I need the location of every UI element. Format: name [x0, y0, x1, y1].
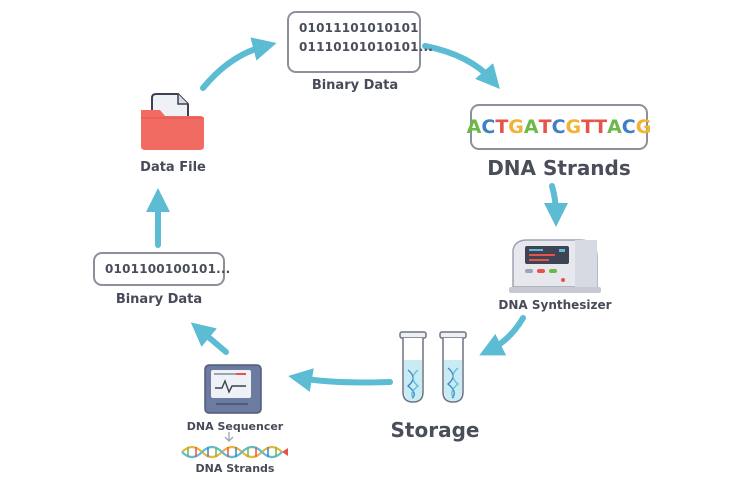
dna-base-c: C — [551, 116, 566, 138]
dna-base-c: C — [621, 116, 636, 138]
dna-base-t: T — [538, 116, 552, 138]
dna-base-c: C — [481, 116, 496, 138]
binary-line-1: 01011101010101 — [299, 21, 419, 35]
arrow-binary-to-dna — [422, 43, 500, 90]
binary-data-box-left: 0101100100101... — [93, 252, 231, 286]
binary-data-box-top: 01011101010101 01110101010101... — [287, 11, 433, 73]
arrow-file-to-binary — [200, 37, 277, 91]
binary-line-2: 01110101010101... — [299, 40, 433, 54]
dna-base-g: G — [635, 116, 652, 138]
dna-synthesizer-label: DNA Synthesizer — [498, 298, 612, 312]
sequencer-monitor-icon — [204, 364, 262, 414]
folder-file-icon — [141, 93, 204, 150]
dna-base-a: A — [466, 116, 482, 138]
binary-data-label-top: Binary Data — [311, 78, 399, 93]
arrow-dna-to-synthesizer — [543, 183, 568, 227]
dna-base-g: G — [508, 116, 524, 138]
test-tubes-icon — [399, 331, 467, 403]
dna-base-t: T — [581, 116, 595, 138]
data-file-label: Data File — [140, 160, 206, 175]
dna-sequencer-label: DNA Sequencer — [186, 420, 284, 433]
synthesizer-machine-icon — [509, 239, 601, 293]
dna-base-t: T — [594, 116, 608, 138]
dna-base-t: T — [495, 116, 509, 138]
binary-data-label-left: Binary Data — [115, 292, 203, 307]
arrow-synthesizer-to-storage — [479, 315, 526, 356]
dna-helix-icon — [181, 432, 288, 459]
dna-base-g: G — [565, 116, 582, 138]
dna-base-a: A — [607, 116, 622, 138]
arrow-sequencer-to-binary — [190, 322, 229, 355]
storage-label: Storage — [390, 418, 480, 442]
binary-line-left: 0101100100101... — [105, 262, 231, 276]
arrow-storage-to-sequencer — [288, 368, 393, 392]
dna-strands-sublabel: DNA Strands — [195, 462, 275, 475]
dna-base-a: A — [523, 116, 539, 138]
dna-strands-label: DNA Strands — [487, 156, 631, 180]
